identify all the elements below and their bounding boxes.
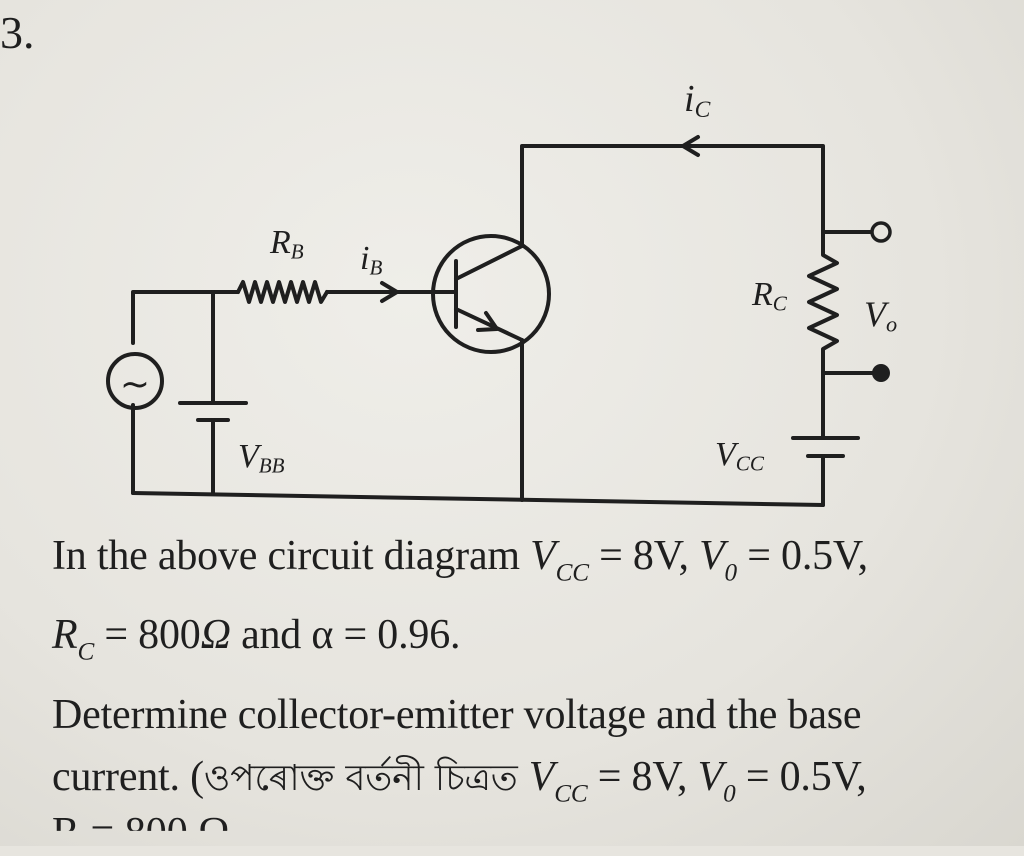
ac-source-symbol: ~ [120,364,150,405]
label-vo: Vo [864,294,898,337]
label-ib: iB [360,240,383,280]
question-number: 3. [0,7,35,58]
transistor-envelope [431,234,551,354]
emitter-arrow-icon [476,311,499,332]
problem-line-4: current. (ওপৰোক্ত বৰ্তনী চিত্ৰত VCC = 8V… [52,753,867,807]
problem-line-3: Determine collector-emitter voltage and … [52,691,862,738]
label-vbb: VBB [238,438,285,478]
collector-resistor-rc [807,233,839,375]
transistor-emitter-lead [454,307,524,342]
label-ic: iC [684,78,711,123]
problem-line-2: RC = 800Ω and α = 0.96. [52,612,461,666]
wire-collector [520,144,825,248]
output-terminal-open [870,221,892,243]
label-rb: RB [270,224,304,264]
wire-left-top [131,290,240,345]
problem-line-5-cut-off: R = 800 Ω [52,812,229,831]
label-vcc: VCC [715,436,764,476]
problem-line-1: In the above circuit diagram VCC = 8V, V… [52,533,868,587]
label-rc: RC [752,276,787,316]
ib-arrow-icon [380,281,399,303]
ic-arrow-icon [681,135,700,157]
ac-source [106,352,164,410]
bengali-text: ওপৰোক্ত বৰ্তনী চিত্ৰত [203,757,529,799]
circuit-diagram: ~ [106,135,892,507]
transistor-collector-lead [454,244,524,281]
output-terminal-filled [872,364,890,382]
problem-statement: In the above circuit diagram VCC = 8V, V… [52,525,1022,825]
wire-bottom [131,491,825,507]
base-resistor-rb [236,280,329,304]
